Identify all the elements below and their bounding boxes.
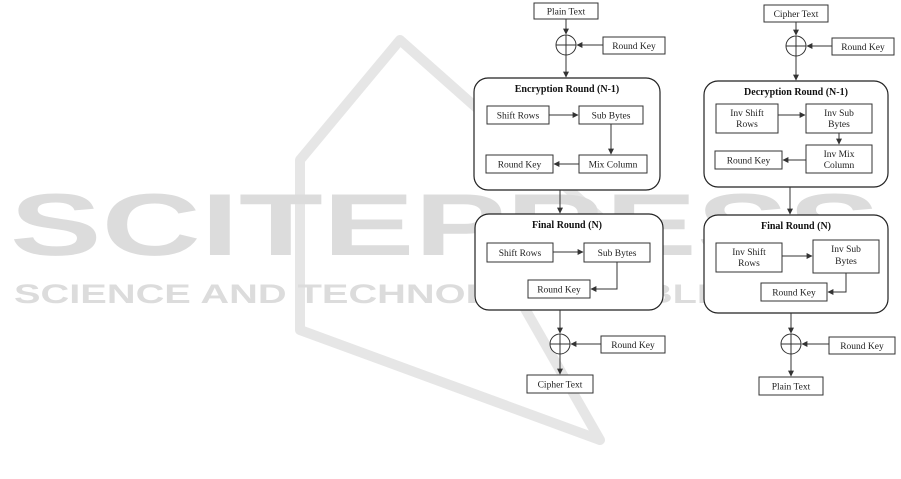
dec-final-inv-sub-bytes-label-1: Inv Sub [831, 245, 861, 255]
dec-ciphertext-label: Cipher Text [774, 10, 819, 20]
dec-final-round-key-label: Round Key [772, 289, 816, 299]
dec-inv-mix-column-box [805, 144, 873, 174]
dec-inv-sub-bytes-label-2: Bytes [828, 120, 850, 130]
enc-round-title: Encryption Round (N-1) [515, 84, 619, 95]
enc-round-key-inner-box [485, 154, 554, 174]
enc-shift-rows-label: Shift Rows [497, 111, 540, 122]
dec-inv-shift-rows-label-1: Inv Shift [730, 108, 764, 119]
dec-final-inv-sub-bytes-box [812, 239, 880, 274]
enc-final-sub-bytes-label: Sub Bytes [598, 249, 637, 259]
dec-xor-icon [785, 35, 807, 57]
dec-round-title: Decryption Round (N-1) [744, 87, 848, 98]
enc-sub-bytes-label: Sub Bytes [592, 112, 631, 122]
enc-mix-column-label: Mix Column [589, 161, 638, 171]
enc-final-xor-key-label: Round Key [611, 341, 655, 351]
dec-inv-shift-rows-label-2: Rows [736, 120, 758, 130]
enc-final-shift-rows-label: Shift Rows [499, 248, 542, 259]
dec-inv-sub-bytes-box [805, 103, 873, 134]
enc-final-round-key-label: Round Key [537, 286, 581, 296]
enc-round-key-label: Round Key [612, 42, 656, 52]
enc-round-key-inner-label: Round Key [498, 161, 542, 171]
dec-final-title: Final Round (N) [761, 221, 831, 232]
dec-final-inv-shift-rows-label-2: Rows [738, 259, 760, 269]
enc-plaintext-label: Plain Text [547, 8, 586, 18]
enc-xor-icon [555, 34, 577, 56]
dec-final-inv-shift-rows-label-1: Inv Shift [732, 247, 766, 258]
dec-final-round-key-box [760, 282, 828, 302]
dec-inv-sub-bytes-label-1: Inv Sub [824, 109, 854, 119]
enc-final-panel [474, 213, 664, 311]
dec-round-key-inner-label: Round Key [727, 157, 771, 167]
enc-final-xor-icon [549, 333, 571, 355]
encryption-flow: Plain Text Round Key Encryption Round (N… [473, 2, 666, 394]
enc-final-round-key-box [527, 279, 591, 299]
dec-plaintext-box [758, 376, 824, 396]
dec-final-inv-sub-bytes-label-2: Bytes [835, 257, 857, 267]
dec-inv-shift-rows-box [715, 103, 779, 134]
dec-inv-mix-column-label-2: Column [824, 161, 855, 171]
dec-final-xor-icon [780, 333, 802, 355]
enc-final-title: Final Round (N) [532, 220, 602, 231]
dec-final-xor-key-label: Round Key [840, 342, 884, 352]
enc-ciphertext-box [526, 374, 594, 394]
dec-round-key-inner-box [714, 150, 783, 170]
enc-ciphertext-label: Cipher Text [538, 381, 583, 391]
dec-final-inv-shift-rows-box [715, 242, 783, 273]
dec-inv-mix-column-label-1: Inv Mix [824, 150, 855, 160]
decryption-flow: Cipher Text Round Key Decryption Round (… [703, 4, 896, 396]
dec-round-key-label: Round Key [841, 43, 885, 53]
dec-plaintext-label: Plain Text [772, 383, 811, 393]
dec-final-xor-key-box [828, 336, 896, 355]
